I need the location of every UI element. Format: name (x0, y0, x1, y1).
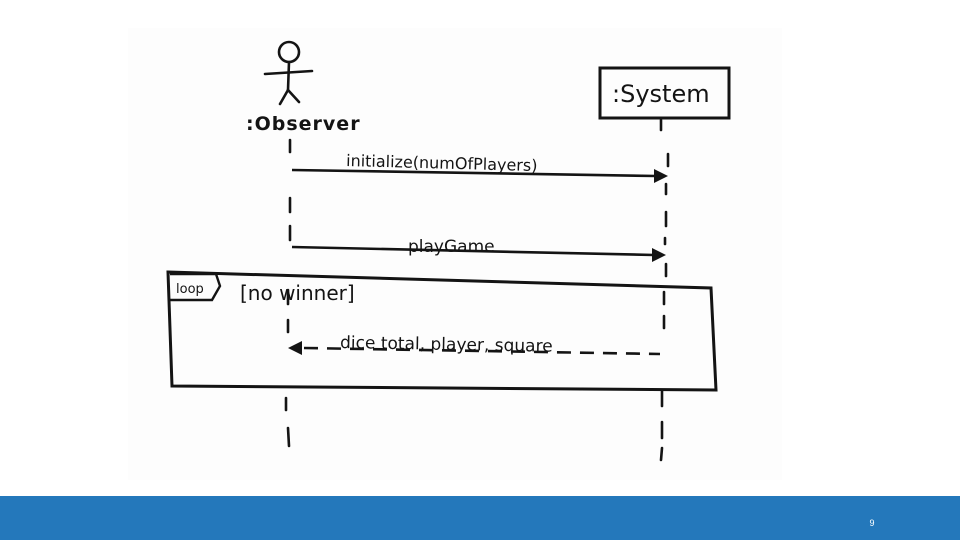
lifeline-label-system: :System (612, 80, 710, 108)
footer-bar (0, 496, 960, 540)
message-return: dice total, player, square (288, 333, 661, 357)
message-label-playgame: playGame (408, 237, 495, 257)
loop-operator-label: loop (176, 282, 204, 297)
message-playgame: playGame (291, 237, 666, 262)
actor-head (277, 40, 301, 64)
actor-left-leg (278, 88, 290, 106)
actor-arms (263, 69, 314, 76)
system-object-box: :System (598, 66, 731, 120)
page-number: 9 (869, 518, 875, 528)
message-initialize: initialize(numOfPlayers) (291, 151, 668, 183)
message-label-return: dice total, player, square (340, 333, 553, 357)
lifeline-observer (284, 138, 292, 448)
sequence-diagram-photo: :Observer :System (128, 28, 782, 480)
lifeline-label-observer: :Observer (246, 113, 361, 135)
sequence-diagram: :Observer :System (166, 40, 731, 462)
actor-stick-figure (263, 40, 314, 106)
actor-right-leg (286, 88, 301, 104)
actor-body (286, 60, 291, 92)
loop-fragment: loop [no winner] (166, 270, 718, 392)
loop-guard-label: [no winner] (240, 281, 355, 305)
lifeline-system (659, 118, 670, 462)
